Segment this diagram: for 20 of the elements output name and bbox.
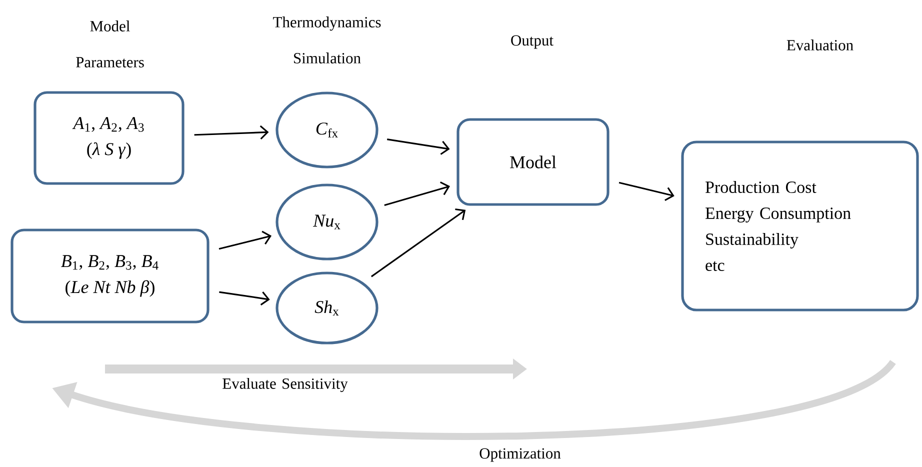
- column-heading: Output: [511, 35, 554, 49]
- arrow: [386, 138, 450, 155]
- column-heading: Evaluation: [786, 40, 854, 50]
- arrow: [219, 291, 270, 306]
- arrow: [370, 208, 466, 278]
- process-box: B$_{1}$, B$_{2}$, B$_{3}$, B$_{4}$ (Le Nt Nb β): [10, 228, 210, 324]
- arrow: [218, 230, 272, 250]
- arrow-label: Optimization: [480, 448, 561, 462]
- column-heading: Model Parameters: [76, 20, 144, 68]
- evaluation-box: Production Cost Energy Consumption Sustainability etc: [681, 140, 919, 312]
- ellipse-node: Nu$_{x}$: [276, 184, 378, 260]
- process-box: Model: [456, 118, 610, 206]
- arrow: [194, 125, 269, 140]
- process-box: A$_{1}$, A$_{2}$, A$_{3}$ (λ S γ): [34, 91, 184, 185]
- ellipse-node: Sh$_{x}$: [276, 272, 378, 344]
- arrow-label: Evaluate Sensitivity: [222, 378, 348, 392]
- arrow: [618, 182, 674, 202]
- arrow: [384, 182, 450, 206]
- ellipse-node: C$_{fx}$: [276, 92, 378, 168]
- column-heading: Thermodynamics Simulation: [273, 16, 381, 64]
